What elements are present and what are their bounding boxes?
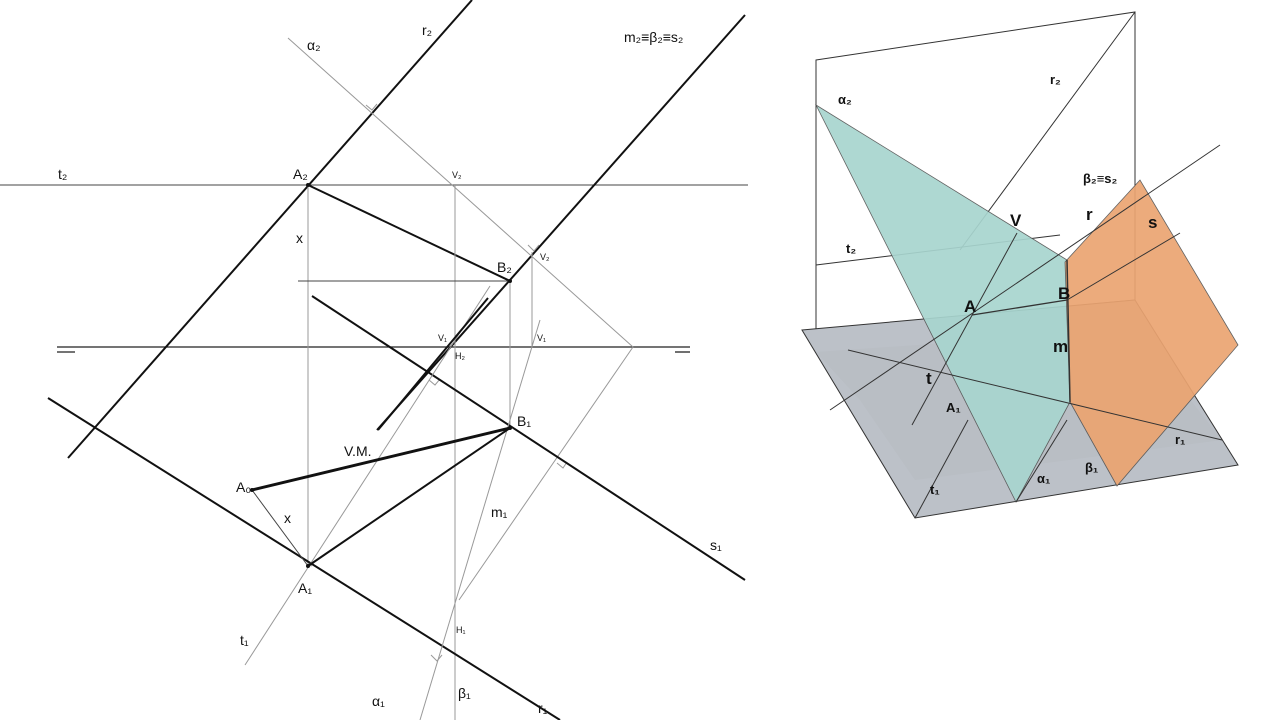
persp-r bbox=[829, 144, 1221, 411]
persp-alpha1 bbox=[1015, 419, 1068, 503]
label-m1: m₁ bbox=[491, 504, 508, 520]
label-A0: A₀ bbox=[236, 479, 251, 495]
persp-label-r1: r₁ bbox=[1175, 432, 1185, 447]
right-angle-mark-1 bbox=[365, 103, 378, 111]
persp-t1-line bbox=[847, 349, 1223, 441]
persp-label-beta2-s2: β₂≡s₂ bbox=[1083, 171, 1118, 186]
point-A0 bbox=[250, 488, 254, 492]
label-x-top: x bbox=[296, 230, 303, 246]
right-angle-mark-6 bbox=[430, 654, 443, 662]
persp-label-t1: t₁ bbox=[930, 482, 940, 497]
plane-alpha bbox=[815, 103, 1071, 503]
label-V1-left: V₁ bbox=[438, 333, 447, 343]
label-title-equiv: m₂≡β₂≡s₂ bbox=[624, 29, 683, 45]
line-t1 bbox=[244, 285, 491, 666]
label-t1: t₁ bbox=[240, 632, 249, 648]
persp-label-r2: r₂ bbox=[1050, 72, 1061, 87]
line-s2 bbox=[376, 14, 746, 431]
persp-label-m: m bbox=[1053, 337, 1068, 356]
label-x-bottom: x bbox=[284, 510, 291, 526]
line-m1 bbox=[419, 319, 541, 720]
line-s1 bbox=[311, 295, 746, 581]
right-angle-mark-4 bbox=[556, 461, 568, 469]
persp-label-A1: A₁ bbox=[946, 400, 961, 415]
line-alpha2-fold bbox=[458, 346, 634, 601]
persp-label-B: B bbox=[1058, 284, 1070, 303]
line-r2 bbox=[67, 0, 473, 459]
label-s1: s₁ bbox=[710, 537, 722, 553]
ground-shade bbox=[816, 330, 1222, 480]
point-B2 bbox=[508, 279, 512, 283]
label-A1: A₁ bbox=[298, 580, 312, 596]
persp-t bbox=[911, 232, 1018, 426]
persp-s bbox=[1066, 232, 1181, 301]
label-V2-top: V₂ bbox=[452, 170, 462, 180]
right-angle-mark-2 bbox=[527, 244, 540, 252]
segment-A1-B1 bbox=[307, 427, 511, 567]
persp-t1 bbox=[914, 419, 969, 519]
line-alpha2 bbox=[287, 37, 634, 348]
plane-beta bbox=[1064, 179, 1239, 487]
label-H2: H₂ bbox=[455, 351, 465, 361]
label-A2: A₂ bbox=[293, 166, 308, 182]
vertical-projection-plane bbox=[815, 11, 1136, 331]
label-r2: r₂ bbox=[422, 22, 432, 38]
segment-V1-H2 bbox=[377, 297, 489, 431]
right-angle-mark-3 bbox=[428, 378, 441, 386]
point-A1 bbox=[306, 564, 310, 568]
persp-label-alpha1: α₁ bbox=[1037, 471, 1050, 486]
label-alpha1: α₁ bbox=[372, 693, 385, 709]
persp-r2 bbox=[959, 11, 1136, 251]
persp-label-alpha2: α₂ bbox=[838, 92, 852, 107]
label-H1: H₁ bbox=[456, 625, 466, 635]
point-B1 bbox=[508, 426, 512, 430]
label-B2: B₂ bbox=[497, 259, 512, 275]
point-A2 bbox=[306, 183, 310, 187]
persp-t2 bbox=[815, 234, 1061, 266]
persp-AB bbox=[971, 299, 1068, 316]
label-VM: V.M. bbox=[344, 443, 372, 459]
label-B1: B₁ bbox=[517, 413, 531, 429]
label-V2-right: V₂ bbox=[540, 252, 550, 262]
persp-label-A: A bbox=[964, 297, 976, 316]
label-beta1: β₁ bbox=[458, 685, 471, 701]
label-V1-right: V₁ bbox=[537, 333, 546, 343]
persp-label-t2: t₂ bbox=[846, 241, 856, 256]
persp-label-t: t bbox=[926, 369, 932, 388]
segment-A0-A1 bbox=[251, 489, 309, 567]
persp-label-V: V bbox=[1010, 211, 1022, 230]
label-alpha2: α₂ bbox=[307, 37, 321, 53]
horizontal-projection-plane bbox=[801, 299, 1239, 519]
persp-label-s: s bbox=[1148, 213, 1157, 232]
orthographic-projection: m₂≡β₂≡s₂ α₂ r₂ t₂ A₂ V₂ B₂ V₂ x V₁ H₂ V₁… bbox=[0, 0, 748, 720]
label-t2: t₂ bbox=[58, 166, 67, 182]
segment-A2-B2 bbox=[307, 184, 511, 282]
label-r1: r₁ bbox=[538, 700, 548, 716]
persp-label-r: r bbox=[1086, 205, 1093, 224]
persp-label-beta1: β₁ bbox=[1085, 460, 1098, 475]
line-r1 bbox=[47, 397, 561, 720]
segment-A0-B1 bbox=[251, 426, 511, 492]
persp-m bbox=[1066, 259, 1071, 403]
